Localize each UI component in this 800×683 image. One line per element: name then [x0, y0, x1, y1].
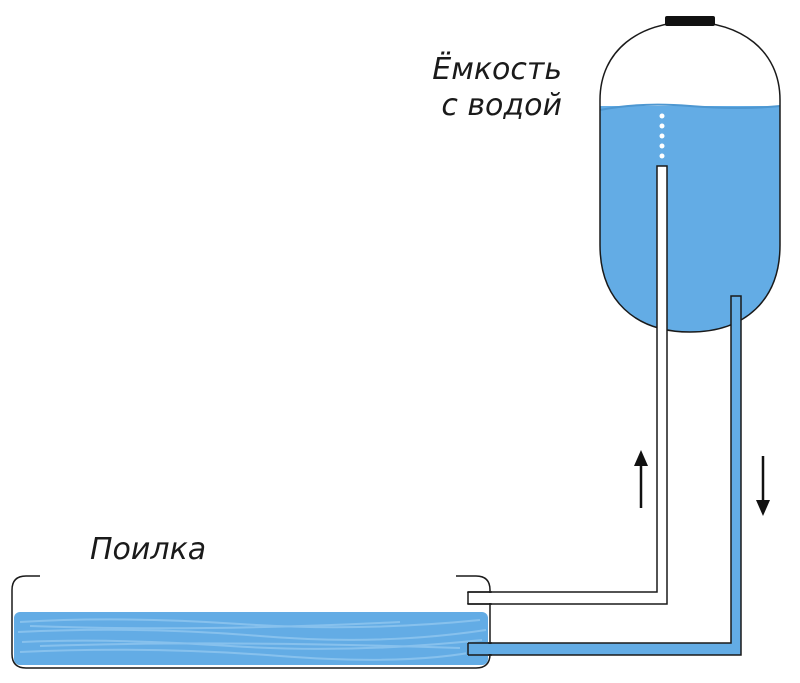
- tank-water: [600, 106, 780, 332]
- tank-water-surface: [600, 103, 780, 111]
- tank-cap: [665, 16, 715, 26]
- trough-water-texture: [17, 618, 487, 661]
- tank-label-line2: с водой: [441, 88, 562, 123]
- tank-label: Ёмкость с водой: [412, 52, 562, 124]
- water-pipe-inlet: [466, 644, 492, 654]
- tank-label-line1: Ёмкость: [432, 52, 562, 87]
- air-bubbles: [659, 113, 665, 159]
- tank-outline: [599, 21, 781, 333]
- water-tank: [599, 16, 781, 333]
- bubble: [659, 123, 665, 129]
- trough-label: Поилка: [90, 532, 207, 567]
- arrow-down-icon: [756, 456, 770, 516]
- bubble: [659, 153, 665, 159]
- trough-outline: [11, 575, 491, 669]
- bubble: [659, 113, 665, 119]
- drinking-trough: [11, 575, 492, 669]
- air-pipe-inlet: [466, 593, 492, 603]
- trough-water: [14, 612, 488, 665]
- arrow-up-icon: [634, 450, 648, 508]
- bubble: [659, 143, 665, 149]
- bubble: [659, 133, 665, 139]
